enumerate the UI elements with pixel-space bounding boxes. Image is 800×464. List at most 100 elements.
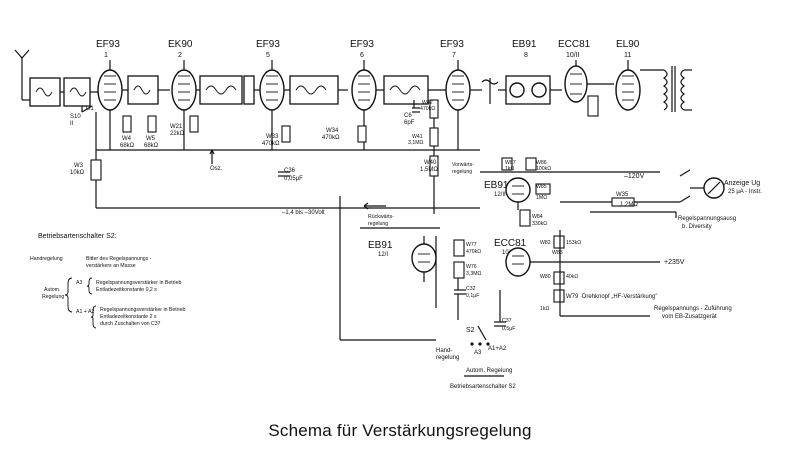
hand-label-1: Hand- bbox=[436, 348, 452, 354]
w21-value: 22kΩ bbox=[170, 131, 185, 137]
w40-label: W40 bbox=[424, 160, 437, 166]
w3-resistor bbox=[90, 159, 102, 181]
w83-label: W83 bbox=[552, 250, 563, 256]
tube-10ii-stage: 10/II bbox=[566, 52, 580, 59]
anzeige-label-1: Anzeige Ug bbox=[724, 180, 760, 187]
legend-autom-label-1: Autom. bbox=[44, 287, 60, 293]
w40-resistor bbox=[429, 155, 439, 177]
legend-block: Betriebsartenschalter S2: Handregelung B… bbox=[30, 233, 185, 329]
w76-value: 3,3MΩ bbox=[466, 271, 482, 277]
w85-label: W85 bbox=[536, 184, 547, 190]
w41-value: 3,1MΩ bbox=[408, 140, 424, 146]
w79-value: 1kΩ bbox=[540, 306, 549, 312]
w5-resistor bbox=[147, 115, 157, 133]
legend-a3-text-1: Regelspannungsverstärker in Betrieb bbox=[96, 280, 181, 286]
tube-2-type: EK90 bbox=[168, 39, 193, 50]
w42-value: 470kΩ bbox=[420, 106, 435, 112]
w86-resistor bbox=[525, 157, 537, 171]
c6-label: C6 bbox=[404, 113, 412, 119]
tube-12ii-type: EB91 bbox=[484, 180, 509, 191]
a1a2-label: A1+A2 bbox=[488, 346, 507, 352]
tube-12ii-stage: 12/II bbox=[494, 192, 506, 198]
tube-12i-envelope bbox=[411, 243, 437, 273]
w80-value: 40kΩ bbox=[566, 274, 578, 280]
rueckwaerts-label-2: regelung bbox=[368, 221, 388, 227]
tube-1-type: EF93 bbox=[96, 39, 120, 50]
w85-resistor bbox=[535, 183, 551, 195]
w35-label: W35 bbox=[616, 192, 629, 198]
w84-resistor bbox=[519, 209, 531, 227]
legend-a1a2-key: A1 + A2 bbox=[76, 309, 94, 315]
w82-label: W82 bbox=[540, 240, 551, 246]
w87-label: W87 bbox=[505, 160, 516, 166]
tube-12ii-envelope bbox=[505, 177, 531, 203]
w33-label: W33 bbox=[266, 134, 279, 140]
w79-description: W79 ·Drehknopf „HF-Verstärkung" bbox=[566, 294, 658, 300]
legend-autom-label-2: Regelung bbox=[42, 294, 64, 300]
tube-10i-stage: 10/I bbox=[502, 250, 512, 256]
w35-value: 1,2MΩ bbox=[620, 202, 638, 208]
w4-label: W4 bbox=[122, 136, 132, 142]
tube-11-stage: 11 bbox=[624, 52, 631, 59]
w76-label: W76 bbox=[466, 264, 477, 270]
c37-label: C37 bbox=[502, 318, 512, 324]
voltage-range-label: –1,4 bis –30Volt bbox=[282, 210, 325, 216]
w86-value: 100kΩ bbox=[536, 166, 551, 172]
w77-value: 470kΩ bbox=[466, 249, 481, 255]
plus-235v-label: +235V bbox=[664, 259, 685, 266]
minus-120v-label: –120V bbox=[624, 173, 645, 180]
w21-resistor bbox=[189, 115, 199, 133]
output-transformer-icon bbox=[640, 66, 692, 112]
legend-a1a2-text-1: Regelspannungsverstärker in Betrieb bbox=[100, 307, 185, 313]
a3-label: A3 bbox=[474, 350, 482, 356]
c6-value: 6pF bbox=[404, 120, 415, 126]
w40-value: 1,5MΩ bbox=[420, 167, 438, 173]
s2-label: S2 bbox=[466, 327, 475, 334]
tube-8-stage: 8 bbox=[524, 52, 528, 59]
tube-10i-type: ECC81 bbox=[494, 238, 527, 249]
w77-resistor bbox=[453, 239, 465, 257]
antenna-icon bbox=[14, 49, 30, 101]
legend-title: Betriebsartenschalter S2: bbox=[38, 233, 117, 240]
c32-label: C32 bbox=[466, 286, 476, 292]
tube-8-type: EB91 bbox=[512, 39, 537, 50]
if-filter-3 bbox=[289, 75, 339, 105]
w79-resistor bbox=[553, 289, 565, 303]
c36-label: C36 bbox=[284, 168, 296, 174]
tube-10i-envelope bbox=[505, 247, 531, 277]
w76-resistor bbox=[453, 261, 465, 279]
autom-regelung-label: Autom. Regelung bbox=[466, 368, 512, 374]
tube-5-type: EF93 bbox=[256, 39, 280, 50]
tube-7-stage: 7 bbox=[452, 52, 456, 59]
w84-label: W84 bbox=[532, 214, 543, 220]
tube-5-stage: 5 bbox=[266, 52, 270, 59]
legend-a3-key: A3 bbox=[76, 280, 82, 286]
tube-12i-stage: 12/I bbox=[378, 252, 388, 258]
rueckwaerts-label-1: Rückwärts- bbox=[368, 214, 394, 220]
if-filter-1 bbox=[127, 75, 159, 105]
w33-value: 470kΩ bbox=[262, 141, 280, 147]
tube-8-diode-b bbox=[531, 82, 547, 98]
anzeige-label-2: 25 μA - Instr. bbox=[728, 189, 762, 195]
c37-value: 0,5μF bbox=[502, 326, 515, 332]
legend-hand-text-2: verstärkers an Masse bbox=[86, 263, 136, 269]
tube-7-type: EF93 bbox=[440, 39, 464, 50]
if-filter-2b bbox=[243, 75, 255, 105]
w34-label: W34 bbox=[326, 128, 339, 134]
w87-value: 1kΩ bbox=[505, 166, 514, 172]
figure-caption: Schema für Verstärkungsregelung bbox=[268, 421, 532, 440]
w42-label: W42 bbox=[422, 100, 433, 106]
w5-label: W5 bbox=[146, 136, 156, 142]
vorwaerts-label-2: regelung bbox=[452, 169, 472, 175]
s10-u1-label: U1 bbox=[86, 106, 94, 112]
w41-label: W41 bbox=[412, 134, 423, 140]
legend-hand-label: Handregelung bbox=[30, 256, 63, 262]
tube-1-stage: 1 bbox=[104, 52, 108, 59]
legend-a3-text-2: Entladezeitkonstante 0,2 s bbox=[96, 287, 157, 293]
legend-a1a2-text-3: durch Zuschalten von C37 bbox=[100, 321, 161, 327]
w34-resistor bbox=[357, 125, 367, 143]
legend-a1a2-text-2: Entladezeitkonstante 2 s bbox=[100, 314, 157, 320]
tube-2-stage: 2 bbox=[178, 52, 182, 59]
w82-resistor bbox=[553, 235, 565, 249]
